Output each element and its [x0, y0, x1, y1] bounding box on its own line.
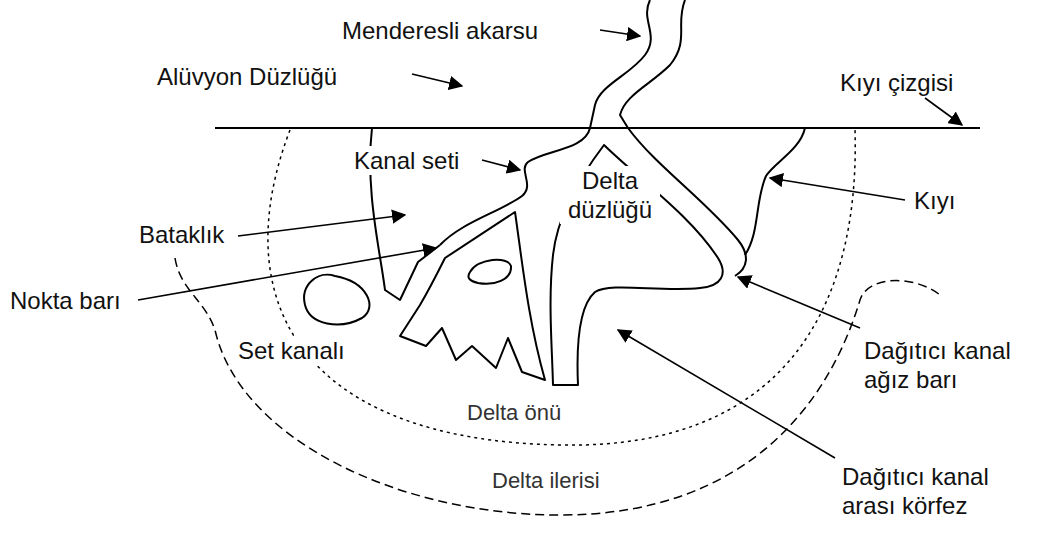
- leader-arrow: [770, 178, 905, 200]
- delta-plain: [551, 145, 723, 385]
- leader-arrow: [482, 160, 520, 170]
- river-bank: [590, 0, 651, 128]
- lobe-island: [468, 260, 511, 284]
- leader-arrow: [618, 330, 835, 458]
- region-label: Delta düzlüğü: [560, 166, 660, 224]
- leader-arrow: [138, 248, 436, 300]
- region-label: Dağıtıcı kanal ağız barı: [862, 336, 1040, 394]
- region-label: Kıyı çizgisi: [838, 68, 955, 97]
- river-bank: [620, 0, 685, 128]
- region-label: Dağıtıcı kanal arası körfez: [840, 462, 1034, 520]
- leader-arrow: [238, 215, 405, 236]
- leader-arrow: [738, 277, 860, 328]
- region-label: Delta ilerisi: [490, 466, 602, 495]
- delta-lobe: [400, 212, 545, 380]
- island: [304, 275, 369, 325]
- region-label: Kanal seti: [352, 146, 461, 175]
- region-label: Set kanalı: [236, 336, 347, 365]
- leader-arrow: [925, 98, 962, 125]
- region-label: Kıyı: [912, 186, 957, 215]
- region-label: Menderesli akarsu: [340, 16, 540, 45]
- shoreline: [215, 127, 980, 129]
- coast-line: [745, 128, 805, 255]
- region-label: Bataklık: [137, 220, 226, 249]
- region-label: Delta önü: [465, 398, 563, 427]
- region-label: Nokta barı: [8, 286, 123, 315]
- leader-arrow: [412, 74, 462, 86]
- delta-front-boundary: [268, 130, 855, 445]
- region-label: Alüvyon Düzlüğü: [155, 62, 339, 91]
- leader-arrow: [600, 30, 640, 36]
